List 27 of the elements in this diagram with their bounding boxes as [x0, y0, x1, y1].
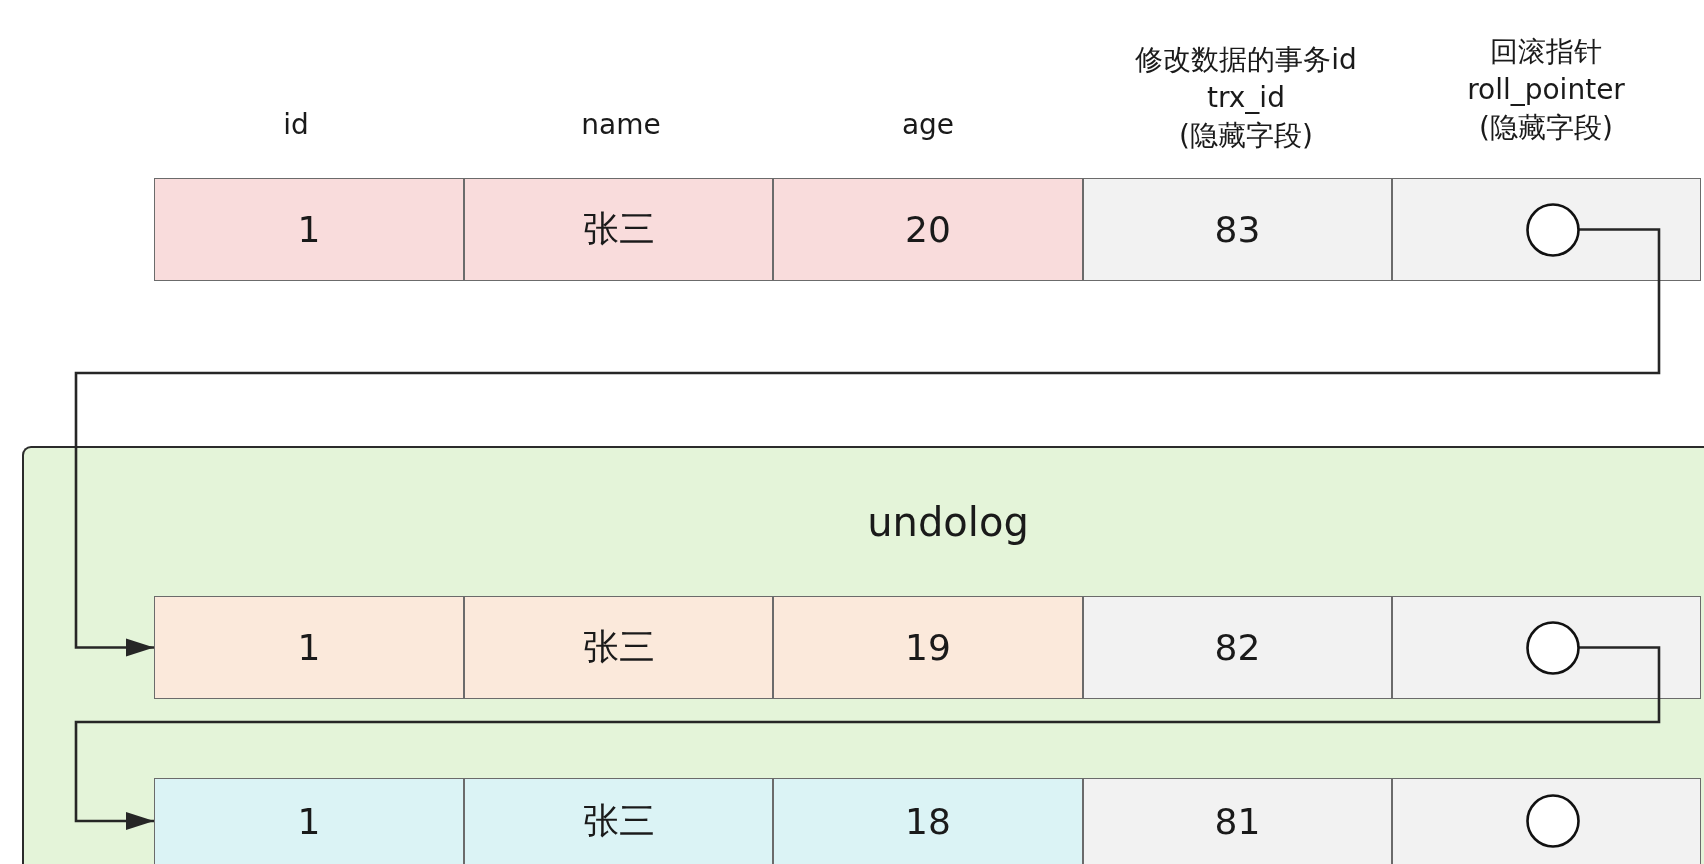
table-cell: 张三	[464, 596, 773, 699]
circle-icon	[1526, 620, 1580, 675]
column-header: age	[901, 107, 955, 143]
table-cell	[1392, 596, 1701, 699]
table-cell: 19	[773, 596, 1083, 699]
table-cell: 张三	[464, 178, 773, 281]
table-cell	[1392, 178, 1701, 281]
arrow	[74, 646, 1661, 830]
column-header: 回滚指针 roll_pointer (隐藏字段)	[1467, 34, 1625, 146]
group-panel	[22, 446, 1704, 864]
table-cell: 1	[154, 596, 464, 699]
panel-title: undolog	[867, 499, 1029, 545]
column-header: 修改数据的事务id trx_id (隐藏字段)	[1135, 42, 1357, 154]
column-header: id	[283, 107, 309, 143]
table-cell: 82	[1083, 596, 1392, 699]
table-cell: 20	[773, 178, 1083, 281]
table-cell: 1	[154, 778, 464, 864]
table-cell: 1	[154, 178, 464, 281]
table-cell: 18	[773, 778, 1083, 864]
table-cell: 张三	[464, 778, 773, 864]
circle-icon	[1526, 202, 1580, 257]
table-cell: 81	[1083, 778, 1392, 864]
table-cell	[1392, 778, 1701, 864]
arrow	[74, 228, 1661, 657]
circle-icon	[1526, 794, 1580, 848]
column-header: name	[581, 107, 661, 143]
table-cell: 83	[1083, 178, 1392, 281]
